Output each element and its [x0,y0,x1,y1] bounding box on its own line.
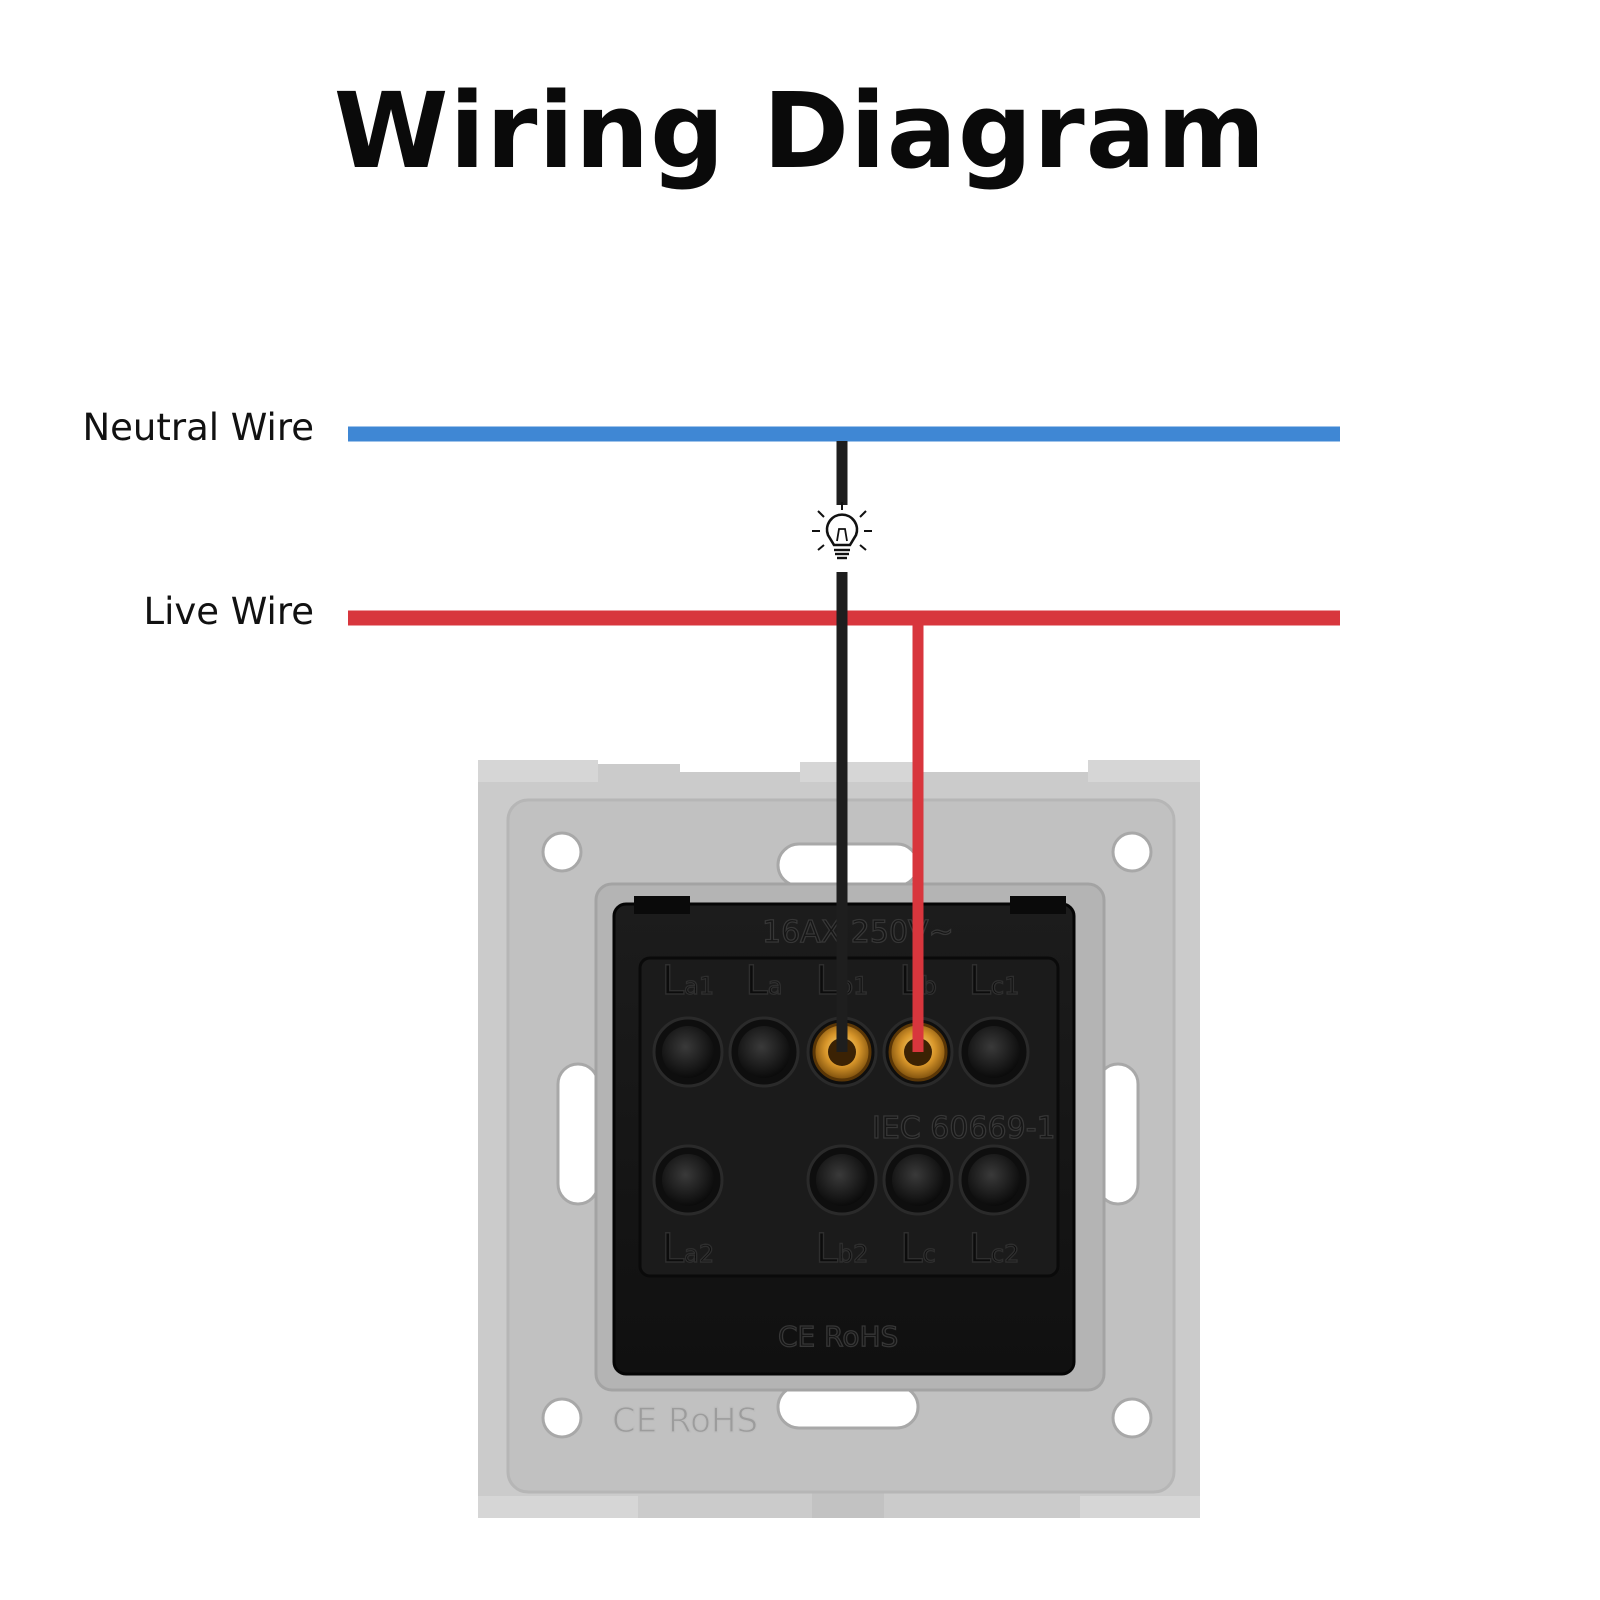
screw-hole [541,1397,583,1439]
wires [348,426,1340,1052]
terminal-label-la: La [745,958,782,1004]
live-wire-label: Live Wire [143,590,314,633]
mounting-slot [776,842,920,888]
terminal-hole [968,1026,1020,1078]
terminal-hole [816,1154,868,1206]
light-bulb-icon [812,502,872,560]
terminal-label-lb1: Lb1 [816,958,869,1004]
neutral-wire-label: Neutral Wire [82,406,314,449]
screw-hole [1111,1397,1153,1439]
terminal-hole [738,1026,790,1078]
terminal-label-lc: Lc [900,1226,936,1272]
terminal-hole [892,1154,944,1206]
terminal-label-lc2: Lc2 [969,1226,1020,1272]
standard-text: IEC 60669-1 [872,1111,1056,1146]
terminal-hole [662,1026,714,1078]
screw-hole [541,831,583,873]
mounting-slot [556,1062,600,1206]
mounting-slot [776,1384,920,1430]
body-marks-text: CE RoHS [778,1320,898,1353]
terminal-label-lb2: Lb2 [816,1226,869,1272]
terminal-hole [662,1154,714,1206]
rating-text: 16AX 250V~ [762,915,954,950]
terminal-label-lc1: Lc1 [969,958,1020,1004]
plate-marks-text: CE RoHS [612,1401,758,1441]
page-title: Wiring Diagram [333,70,1267,192]
terminal-hole [968,1154,1020,1206]
screw-hole [1111,831,1153,873]
terminal-label-la2: La2 [662,1226,714,1272]
terminal-label-la1: La1 [662,958,714,1004]
